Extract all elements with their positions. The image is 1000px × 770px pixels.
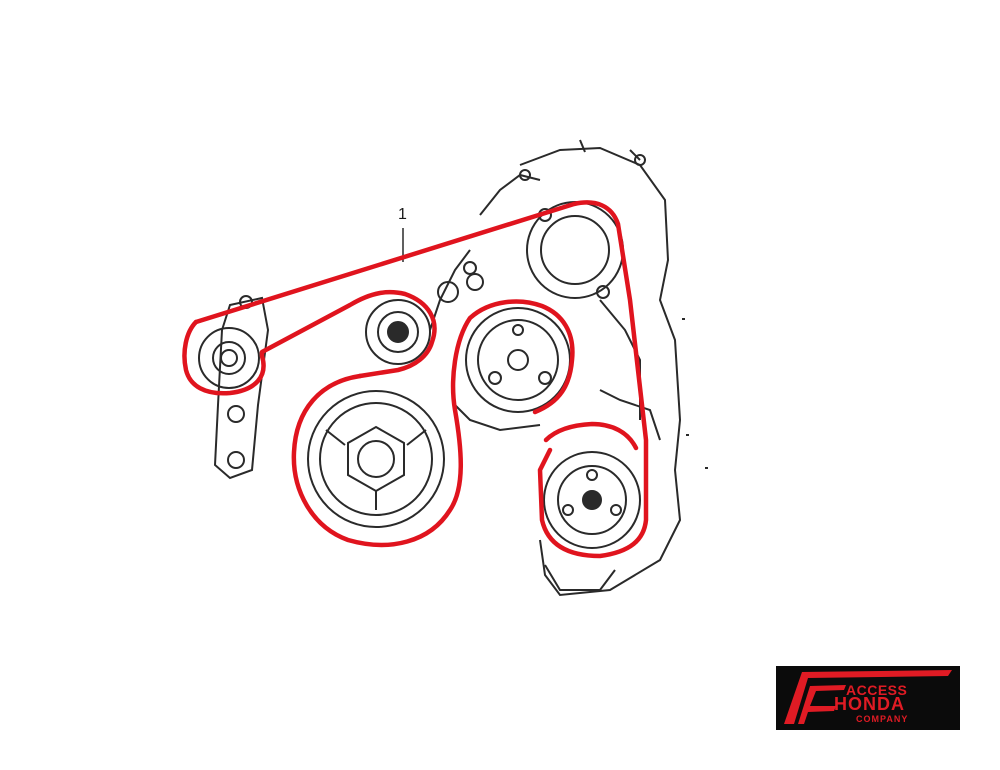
ac-compressor-pulley (543, 451, 641, 591)
logo-text-access: ACCESS (846, 682, 908, 698)
tensioner-assembly (198, 295, 270, 480)
engine-block-outline (429, 139, 682, 597)
power-steering-pulley (465, 307, 571, 413)
logo-text-company: COMPANY (856, 714, 909, 724)
crankshaft-pulley (307, 390, 445, 528)
logo-emblem (784, 670, 952, 724)
diagram-marks (682, 318, 708, 469)
idler-pulley (365, 299, 431, 365)
serpentine-belt (182, 200, 649, 559)
mounting-bracket (437, 261, 484, 303)
logo-text-honda: HONDA (834, 694, 905, 714)
part-number-label: 1 (398, 206, 407, 223)
access-honda-logo: ACCESS HONDA COMPANY (776, 666, 960, 730)
